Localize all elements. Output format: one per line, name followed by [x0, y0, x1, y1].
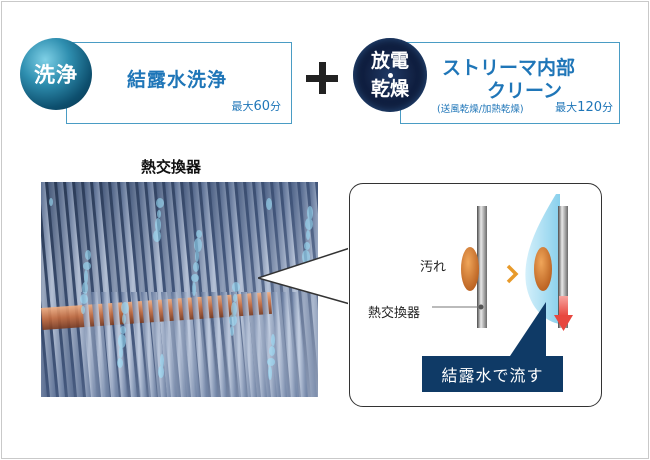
plate-after: [558, 206, 568, 328]
wash-badge-label: 洗浄: [34, 63, 78, 87]
wash-badge: 洗浄: [20, 38, 92, 110]
dirt-blob-before: [461, 247, 479, 291]
heat-exchanger-label: 熱交換器: [368, 306, 421, 321]
streamer-max-unit: 分: [602, 101, 613, 114]
arrow-down-icon: [554, 315, 573, 331]
heat-exchanger-photo: [41, 182, 318, 397]
wash-max-value: 60: [253, 99, 270, 114]
wash-feature-box: 結露水洗浄 最大60分: [66, 42, 292, 124]
dirt-blob-after: [534, 247, 552, 291]
streamer-feature-box: ストリーマ内部 クリーン (送風乾燥/加熱乾燥) 最大120分: [400, 42, 620, 124]
callout-pointer: [258, 246, 354, 308]
plate-before: [477, 206, 487, 328]
streamer-title-line1: ストリーマ内部: [442, 57, 576, 79]
photo-title: 熱交換器: [141, 158, 202, 176]
wash-max-prefix: 最大: [231, 100, 254, 113]
streamer-badge-dot: [387, 72, 393, 78]
wash-max-time: 最大60分: [231, 98, 281, 114]
streamer-badge-line2: 乾燥: [370, 77, 409, 100]
streamer-max-time: 最大120分: [555, 99, 613, 115]
flush-label: 結露水で流す: [422, 356, 563, 392]
heat-exchanger-fins-image: [41, 182, 318, 397]
streamer-max-prefix: 最大: [555, 101, 578, 114]
streamer-drying-note: (送風乾燥/加熱乾燥): [437, 104, 524, 115]
streamer-badge: 放電 乾燥: [353, 38, 427, 112]
wash-max-unit: 分: [270, 100, 281, 113]
plus-icon: [302, 58, 342, 98]
streamer-max-value: 120: [577, 100, 602, 115]
wash-title: 結露水洗浄: [127, 69, 228, 91]
streamer-badge-line1: 放電: [370, 49, 409, 72]
chevron-right-icon: [506, 264, 519, 284]
streamer-title-line2: クリーン: [487, 80, 563, 102]
wash-mechanism-diagram: [432, 194, 573, 356]
dirt-label: 汚れ: [420, 260, 447, 275]
